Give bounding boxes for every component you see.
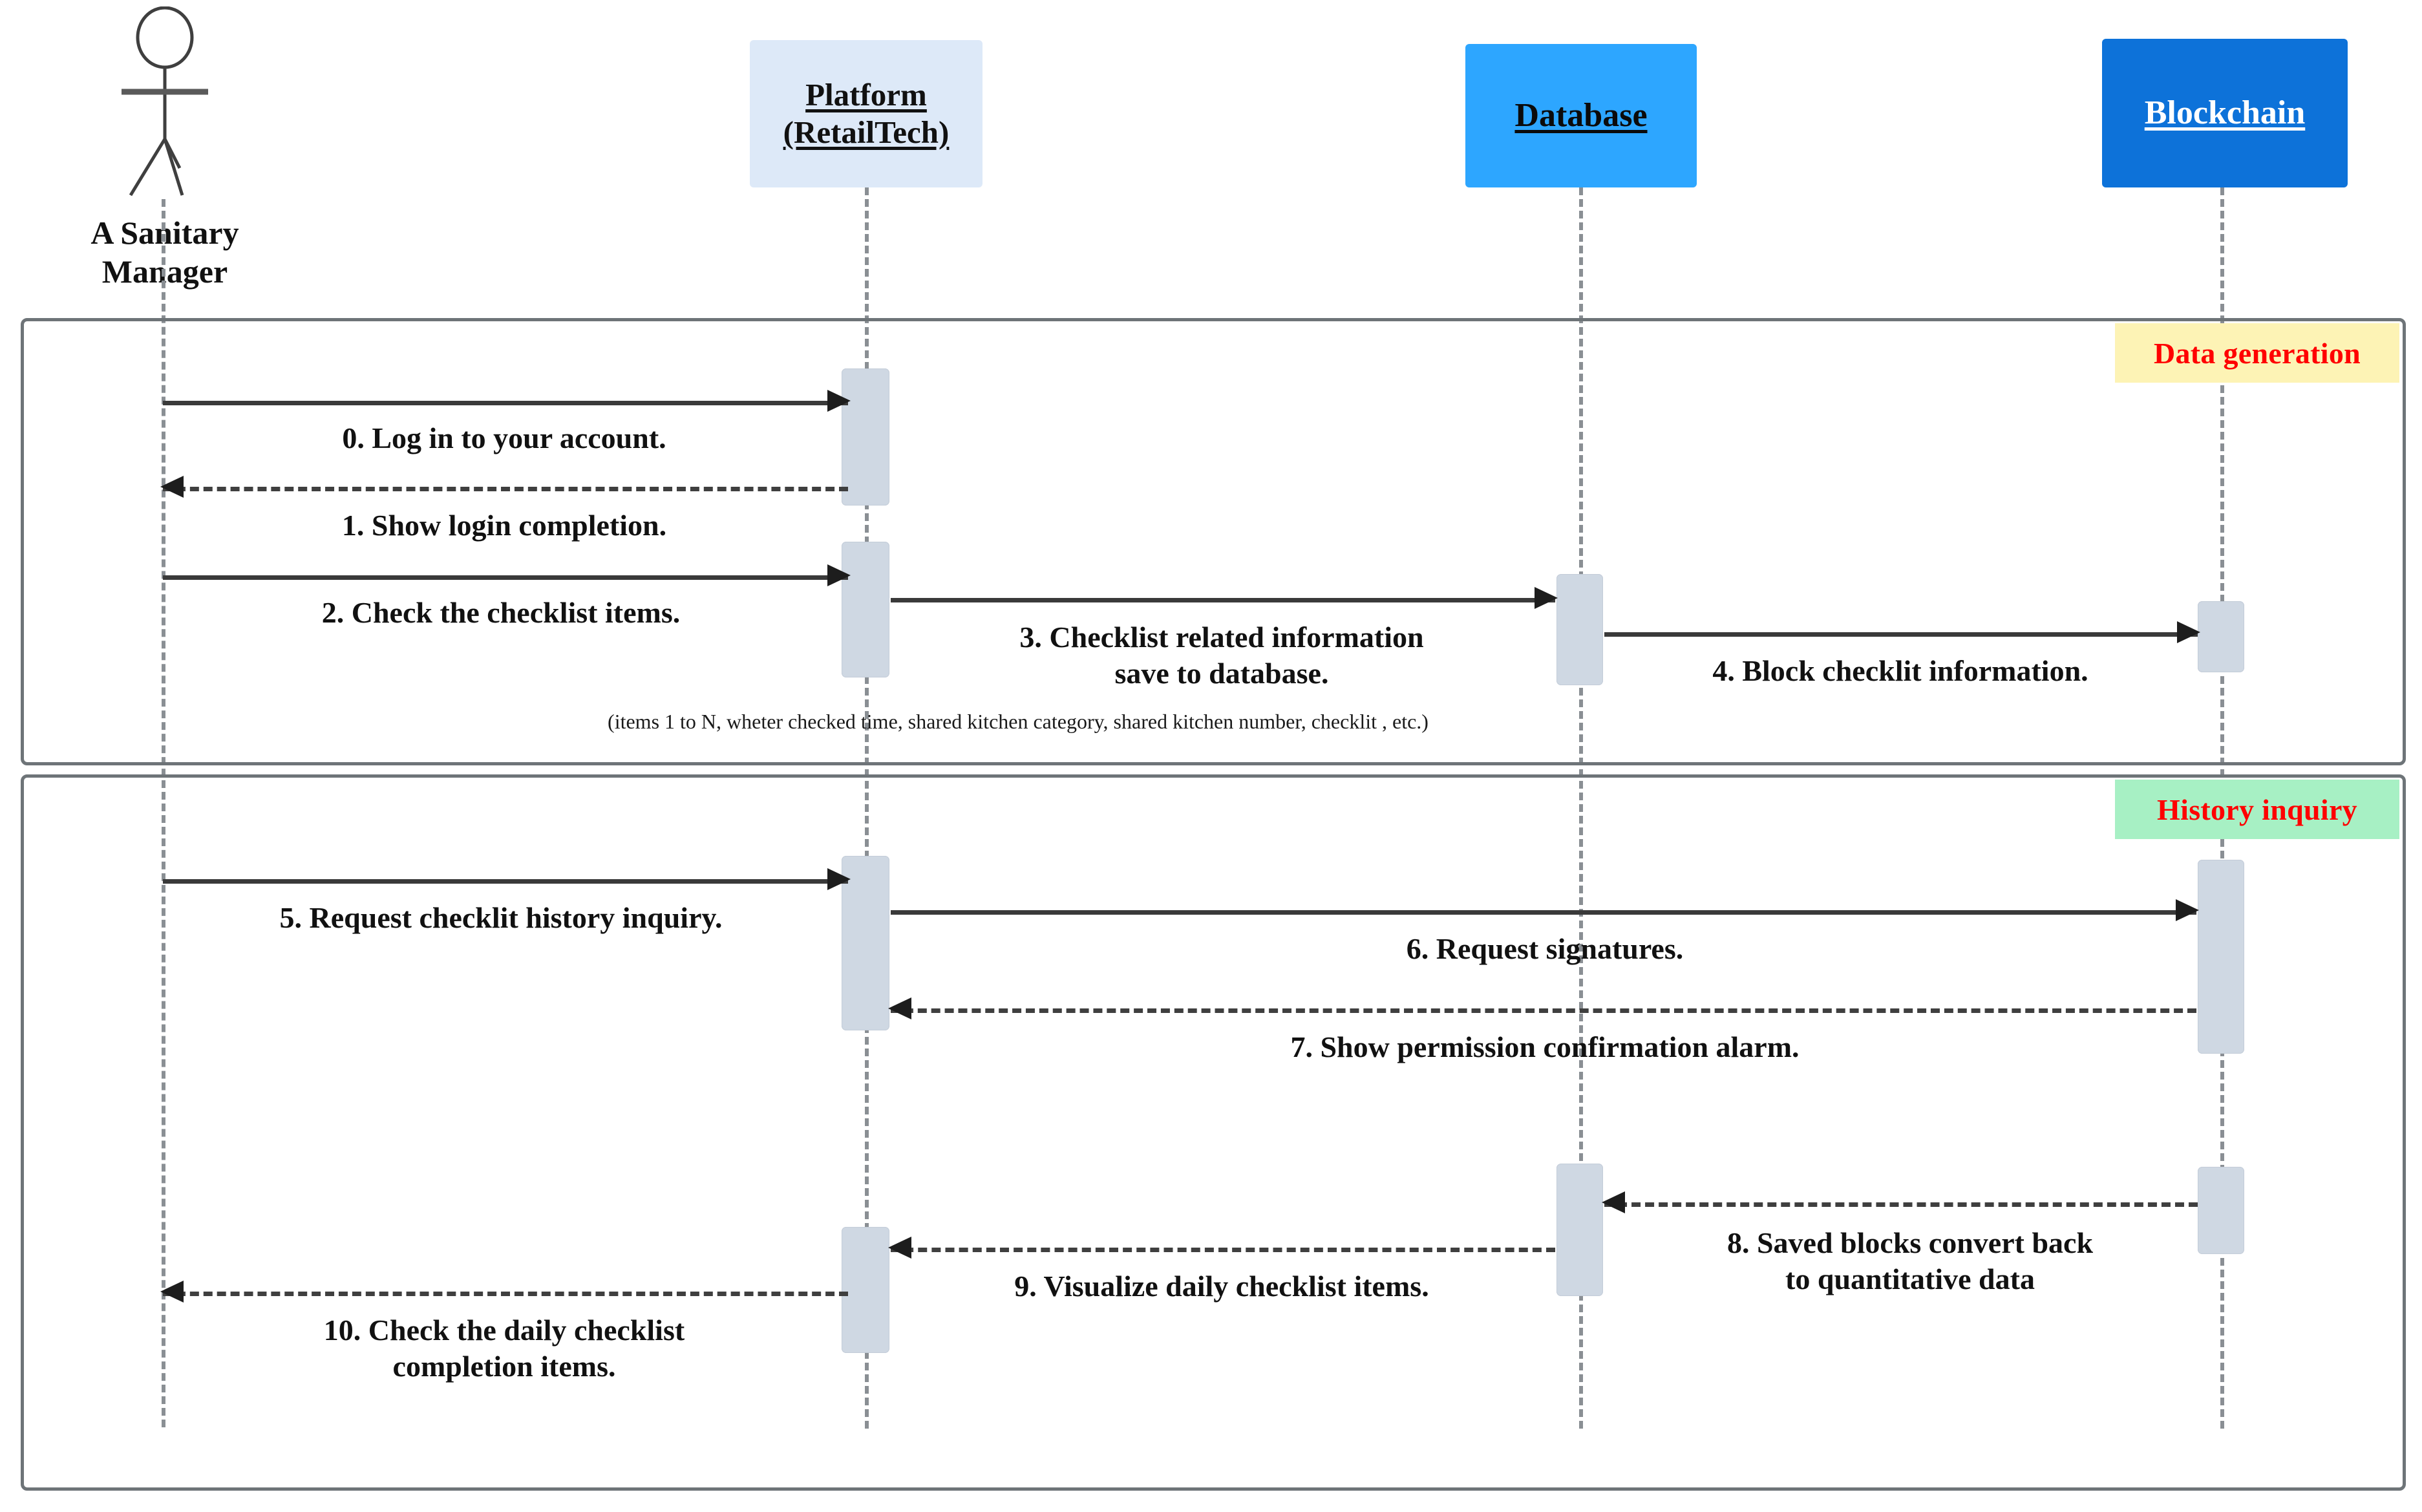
activation-database-1 [1556, 574, 1603, 685]
message-label-7: 7. Show permission confirmation alarm. [1290, 1030, 1800, 1063]
fragment-frame-history-inquiry [21, 774, 2406, 1491]
activation-blockchain-1 [2198, 601, 2244, 672]
participant-database[interactable]: Database [1465, 44, 1697, 187]
fragment-badge-history-inquiry: History inquiry [2115, 780, 2399, 839]
message-label-10: 10. Check the daily checklist completion… [323, 1314, 685, 1383]
message-label-9: 9. Visualize daily checklist items. [1014, 1270, 1429, 1303]
activation-blockchain-3 [2198, 1167, 2244, 1254]
message-label-6: 6. Request signatures. [1406, 932, 1684, 965]
message-label-4: 4. Block checklit information. [1712, 654, 2088, 687]
actor-stick-figure-icon [122, 6, 208, 197]
activation-platform-4 [842, 1227, 889, 1353]
activation-database-2 [1556, 1164, 1603, 1296]
lifeline-database [1579, 187, 1583, 1429]
note-checklist-fields: (items 1 to N, wheter checked time, shar… [608, 710, 1429, 733]
message-label-0: 0. Log in to your account. [342, 421, 666, 454]
participant-label-platform: Platform (RetailTech) [783, 77, 950, 150]
message-label-8: 8. Saved blocks convert back to quantita… [1726, 1226, 2094, 1296]
lifeline-platform [865, 187, 869, 1429]
fragment-frame-data-generation [21, 318, 2406, 765]
lifeline-actor [162, 199, 165, 1427]
message-label-5: 5. Request checklit history inquiry. [279, 901, 723, 934]
activation-blockchain-2 [2198, 860, 2244, 1054]
message-label-1: 1. Show login completion. [341, 509, 667, 542]
fragment-label-data-generation: Data generation [2153, 336, 2361, 370]
participant-blockchain[interactable]: Blockchain [2102, 39, 2348, 187]
fragment-label-history-inquiry: History inquiry [2157, 793, 2357, 826]
message-label-2: 2. Check the checklist items. [321, 596, 681, 629]
participant-platform[interactable]: Platform (RetailTech) [750, 40, 983, 187]
participant-label-blockchain: Blockchain [2144, 94, 2306, 132]
message-label-3: 3. Checklist related information save to… [1019, 621, 1424, 690]
participant-label-database: Database [1514, 97, 1648, 134]
fragment-badge-data-generation: Data generation [2115, 323, 2399, 383]
